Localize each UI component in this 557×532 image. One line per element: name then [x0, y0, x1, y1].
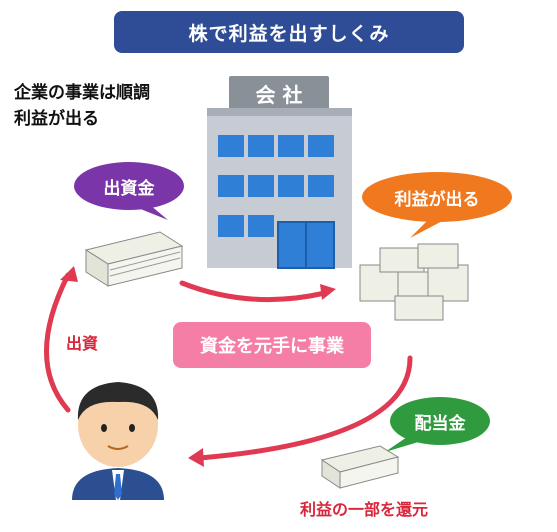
- building-sign: 会 社: [255, 82, 303, 107]
- company-note-line1: 企業の事業は順調: [14, 83, 150, 103]
- invest-label: 出資: [66, 334, 99, 353]
- bubble-profit: 利益が出る: [394, 189, 480, 210]
- money-stack-icon: [84, 231, 184, 287]
- bubble-dividend: 配当金: [414, 413, 466, 434]
- return-profit-label: 利益の一部を還元: [300, 500, 429, 519]
- bubble-investment-money: 出資金: [103, 178, 155, 199]
- money-stack-small-icon: [320, 445, 400, 489]
- company-note-line2: 利益が出る: [14, 109, 99, 129]
- money-piles-icon: [359, 243, 469, 321]
- page-title: 株で利益を出すしくみ: [114, 11, 464, 53]
- business-with-capital-box: 資金を元手に事業: [173, 322, 371, 368]
- investor-person-icon: [72, 382, 164, 500]
